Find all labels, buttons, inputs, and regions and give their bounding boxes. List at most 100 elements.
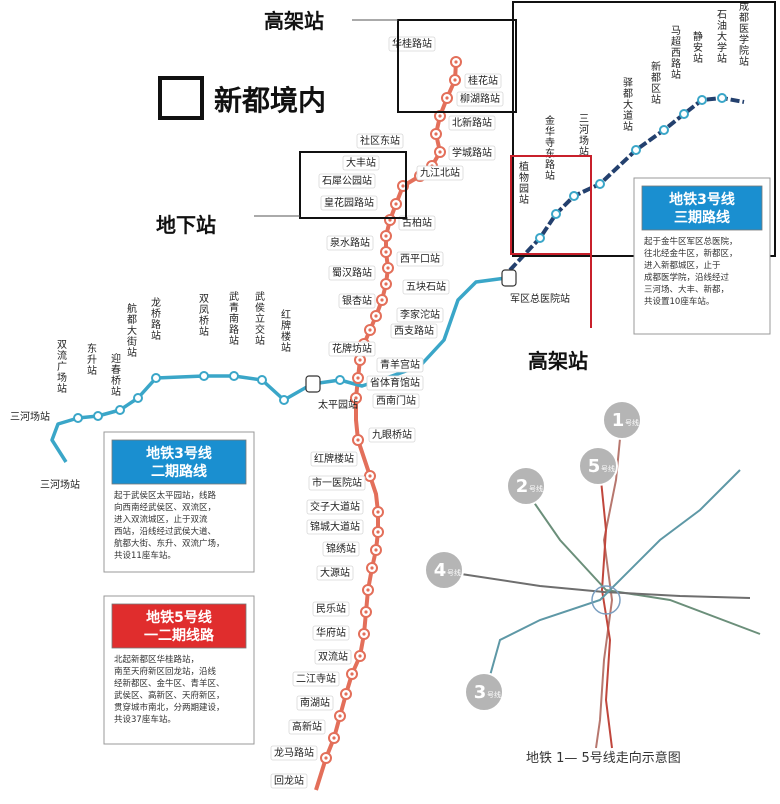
line3-phase3-station-label-char: 驿 xyxy=(623,77,633,89)
line3-phase3-station-label-char: 区 xyxy=(651,83,661,95)
interchange-train-icon xyxy=(501,269,517,287)
inset-caption: 地铁 1— 5号线走向示意图 xyxy=(526,750,681,766)
inset-line-badge xyxy=(464,672,504,712)
panel-header xyxy=(641,185,763,231)
line3-phase2-station-label-char: 武 xyxy=(255,290,265,303)
line3-phase3-station-label-char: 站 xyxy=(519,193,529,206)
line3-phase2-station-label-char: 楼 xyxy=(281,330,291,343)
line3-phase3-station-label-char: 大 xyxy=(623,98,633,111)
line3-phase2-station-label-char: 都 xyxy=(127,314,137,326)
line3-phase3-station-label-char: 学 xyxy=(739,33,749,46)
line5-station-dot xyxy=(401,184,405,188)
line5-station-label: 省体育馆站 xyxy=(370,376,420,389)
line3-phase3-station-label-char: 超 xyxy=(671,35,681,48)
line5-station-label: 九眼桥站 xyxy=(372,428,412,441)
line5-station-dot xyxy=(386,266,390,270)
line3-phase3-station-label-char: 场 xyxy=(579,134,589,147)
line5-station-dot xyxy=(324,756,328,760)
line3-phase2-station-label-char: 场 xyxy=(57,371,67,384)
panel-header xyxy=(111,603,247,649)
panel-body-line: 航都大街、东升、双流广场， xyxy=(114,538,225,549)
line5-station-dot xyxy=(332,736,336,740)
panel-body-line: 贯穿城市南北，分两期建设， xyxy=(114,702,225,713)
line5-station-dot xyxy=(364,610,368,614)
line5-station-label: 龙马路站 xyxy=(274,746,314,759)
panel-body-line: 往北经金牛区，新都区， xyxy=(644,248,738,259)
line5-station-label-box xyxy=(398,215,436,231)
line3-phase3-station-label-char: 路 xyxy=(671,57,681,70)
line3-phase2-station-marker xyxy=(257,375,267,385)
line3-phase3-station-label-char: 都 xyxy=(739,12,749,24)
inset-badge-sub: 号线 xyxy=(625,418,639,427)
line5-station-label: 皇花园路站 xyxy=(324,196,374,209)
inset-line-badge xyxy=(578,446,618,486)
panel-title-1: 地铁3号线 xyxy=(146,445,212,462)
line3-phase3-station-marker xyxy=(551,209,561,219)
line5-station-dot xyxy=(374,314,378,318)
line3-phase3-station-label-char: 三 xyxy=(579,114,589,125)
line5-station-label-box xyxy=(416,165,464,181)
inset-badge-sub: 号线 xyxy=(447,568,461,577)
line5-station-label: 双流站 xyxy=(318,650,348,663)
line5-station-label-box xyxy=(310,451,358,467)
line3-phase2-station-marker xyxy=(133,393,143,403)
line3-phase3-station-label-char: 医 xyxy=(739,23,749,35)
line3-phase2-station-label-char: 航 xyxy=(127,302,137,315)
line5-station-label-box xyxy=(366,375,424,391)
line3-phase3-station-label-char: 站 xyxy=(671,68,681,81)
inset-badge-number: 2 xyxy=(516,476,529,497)
panel-body-line: 经新都区、金牛区、青羊区、 xyxy=(114,678,225,689)
legend-square xyxy=(158,76,204,120)
line3-phase2-station-label-char: 站 xyxy=(127,346,137,359)
line5-station-label-box xyxy=(316,565,354,581)
line3-phase2-station-label-char: 站 xyxy=(229,334,239,347)
line3-phase3-station-label-char: 金 xyxy=(545,114,555,127)
station-markers xyxy=(73,56,727,764)
line5-station-label-box xyxy=(306,519,364,535)
line5-station-label: 华桂路站 xyxy=(392,37,432,50)
line5-station-label-box xyxy=(312,625,350,641)
line3-phase3-station-label-char: 站 xyxy=(545,169,555,182)
line5-station-dot xyxy=(388,218,392,222)
line3-phase2-station-label-char: 升 xyxy=(87,354,97,366)
line3-phase3-station-label-char: 都 xyxy=(651,72,661,84)
line3-phase3-station-marker xyxy=(659,125,669,135)
line5-station-label-box xyxy=(296,695,334,711)
line5-station-label: 红牌楼站 xyxy=(314,452,354,465)
line5-station-label-box xyxy=(270,745,318,761)
line3-phase3-station-label-char: 大 xyxy=(717,30,727,43)
line3-phase3-station-label-char: 院 xyxy=(739,44,749,57)
line5-station-label-box xyxy=(308,475,366,491)
line5-station-label-box xyxy=(326,235,374,251)
line5-station-label-box xyxy=(356,133,404,149)
line5-station-label: 石犀公园站 xyxy=(322,174,372,187)
panel-body-line: 共设置10座车站。 xyxy=(644,296,714,307)
line3-phase2-station-label-char: 南 xyxy=(229,312,239,325)
line5-station-dot xyxy=(454,60,458,64)
line5-station-label-box xyxy=(368,427,416,443)
line5-station-label-box xyxy=(390,323,438,339)
line3-phase2-station-label-char: 迎 xyxy=(111,353,121,365)
line3-phase3-station-label-char: 寺 xyxy=(545,137,555,149)
panel-title-2: 一二期线路 xyxy=(144,627,215,644)
line5-station-label-box xyxy=(270,773,308,789)
panel-title-2: 三期路线 xyxy=(674,209,730,226)
inset-badge-number: 5 xyxy=(588,456,601,477)
panel-body-line: 成都医学院，沿线经过 xyxy=(644,272,730,283)
inset-badge-number: 3 xyxy=(474,682,487,703)
line5-station-dot xyxy=(368,328,372,332)
panel-body-line: 向西南经武侯区、双流区， xyxy=(114,502,216,513)
inset-ring xyxy=(591,585,621,615)
line5-station-label: 九江北站 xyxy=(420,166,460,179)
line5-station-label: 市一医院站 xyxy=(312,476,362,489)
line3-phase3-station-label-char: 站 xyxy=(623,120,633,133)
line3-phase3-panel: 地铁3号线三期路线起于金牛区军区总医院，往北经金牛区，新都区，进入新都城区，止于… xyxy=(633,177,771,335)
line5-station-dot xyxy=(338,714,342,718)
line3-phase3-station-label-char: 站 xyxy=(717,52,727,65)
line3-phase2-station-label-char: 双 xyxy=(199,293,209,305)
line3-phase2-station-label-char: 牌 xyxy=(281,319,291,332)
line3-phase3-station-label-char: 学 xyxy=(717,41,727,54)
line5-station-dot xyxy=(362,632,366,636)
inset-badge-sub: 号线 xyxy=(529,484,543,493)
line5-station-label-box xyxy=(396,251,444,267)
